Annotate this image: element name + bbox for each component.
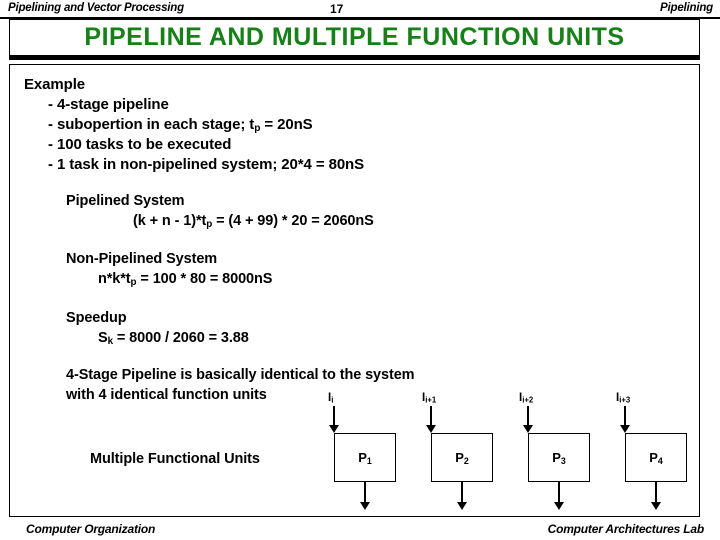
functional-unit-4-name: P xyxy=(649,450,658,465)
pipelined-formula-tail: = (4 + 99) * 20 = 2060nS xyxy=(212,213,374,229)
output-arrow-line-1 xyxy=(364,482,366,504)
bullet-suboperation-subscript: p xyxy=(254,123,261,135)
input-arrow-head-3 xyxy=(523,425,533,433)
speedup-formula: Sk = 8000 / 2060 = 3.88 xyxy=(98,330,249,347)
non-pipelined-formula-subscript: p xyxy=(130,277,137,289)
bullet-suboperation-tail: = 20nS xyxy=(260,116,313,133)
pipelined-formula-subscript: p xyxy=(206,219,213,231)
bullet-suboperation-text: - subopertion in each stage; t xyxy=(48,116,255,133)
input-label-1-text: I xyxy=(328,392,332,404)
output-arrow-head-1 xyxy=(360,502,370,510)
input-label-2: Ii+1 xyxy=(422,392,436,405)
functional-unit-4-subscript: 4 xyxy=(657,455,663,466)
header-page-number: 17 xyxy=(330,2,344,16)
input-arrow-head-1 xyxy=(329,425,339,433)
input-label-4: Ii+3 xyxy=(616,392,630,405)
functional-unit-2-subscript: 2 xyxy=(463,455,469,466)
input-label-3-text: I xyxy=(519,392,523,404)
slide-title: PIPELINE AND MULTIPLE FUNCTION UNITS xyxy=(84,23,625,51)
functional-unit-4-label: P4 xyxy=(626,434,686,485)
functional-unit-1-name: P xyxy=(358,450,367,465)
output-arrow-line-4 xyxy=(655,482,657,504)
output-arrow-line-3 xyxy=(558,482,560,504)
speedup-formula-subscript: k xyxy=(107,336,113,348)
identical-statement-line2: with 4 identical function units xyxy=(66,387,267,403)
output-arrow-line-2 xyxy=(461,482,463,504)
footer-right-text: Computer Architectures Lab xyxy=(547,522,705,536)
bullet-suboperation: - subopertion in each stage; tp = 20nS xyxy=(48,116,313,134)
input-arrow-head-4 xyxy=(620,425,630,433)
functional-unit-1[interactable]: P1 xyxy=(334,433,396,482)
functional-unit-1-subscript: 1 xyxy=(366,455,372,466)
bullet-4-stage-pipeline: - 4-stage pipeline xyxy=(48,96,169,113)
footer-left-text: Computer Organization xyxy=(26,522,156,536)
speedup-formula-tail: = 8000 / 2060 = 3.88 xyxy=(112,330,249,346)
input-arrow-line-3 xyxy=(527,406,529,428)
input-label-2-text: I xyxy=(422,392,426,404)
functional-unit-1-label: P1 xyxy=(335,434,395,485)
input-arrow-line-4 xyxy=(624,406,626,428)
input-arrow-line-2 xyxy=(430,406,432,428)
functional-units-diagram: Ii P1 Ii+1 P2 Ii+2 P3 Ii+3 P4 xyxy=(320,392,700,517)
bullet-100-tasks: - 100 tasks to be executed xyxy=(48,136,232,153)
title-underline-bar xyxy=(9,55,700,60)
non-pipelined-system-formula: n*k*tp = 100 * 80 = 8000nS xyxy=(98,271,272,288)
multiple-functional-units-label: Multiple Functional Units xyxy=(90,451,260,467)
functional-unit-4[interactable]: P4 xyxy=(625,433,687,482)
pipelined-system-heading: Pipelined System xyxy=(66,193,185,209)
functional-unit-2[interactable]: P2 xyxy=(431,433,493,482)
input-arrow-head-2 xyxy=(426,425,436,433)
example-heading: Example xyxy=(24,76,85,93)
input-label-3: Ii+2 xyxy=(519,392,533,405)
functional-unit-3-name: P xyxy=(552,450,561,465)
output-arrow-head-3 xyxy=(554,502,564,510)
functional-unit-3-label: P3 xyxy=(529,434,589,485)
input-label-3-subscript: i+2 xyxy=(522,395,534,405)
speedup-heading: Speedup xyxy=(66,310,127,326)
bullet-non-pipelined-task: - 1 task in non-pipelined system; 20*4 =… xyxy=(48,156,365,173)
output-arrow-head-2 xyxy=(457,502,467,510)
pipelined-system-formula: (k + n - 1)*tp = (4 + 99) * 20 = 2060nS xyxy=(133,213,374,230)
non-pipelined-formula-tail: = 100 * 80 = 8000nS xyxy=(136,271,273,287)
input-arrow-line-1 xyxy=(333,406,335,428)
input-label-4-text: I xyxy=(616,392,620,404)
functional-unit-2-label: P2 xyxy=(432,434,492,485)
header-right-title: Pipelining xyxy=(660,2,713,14)
functional-unit-3[interactable]: P3 xyxy=(528,433,590,482)
non-pipelined-formula-lead: n*k*t xyxy=(98,271,131,287)
output-arrow-head-4 xyxy=(651,502,661,510)
speedup-formula-lead: S xyxy=(98,330,108,346)
slide-title-box: PIPELINE AND MULTIPLE FUNCTION UNITS xyxy=(9,19,700,55)
input-label-1: Ii xyxy=(328,392,333,405)
header-divider xyxy=(0,17,720,19)
input-label-4-subscript: i+3 xyxy=(619,395,631,405)
functional-unit-2-name: P xyxy=(455,450,464,465)
pipelined-formula-lead: (k + n - 1)*t xyxy=(133,213,207,229)
identical-statement-line1: 4-Stage Pipeline is basically identical … xyxy=(66,367,415,383)
input-label-2-subscript: i+1 xyxy=(425,395,437,405)
non-pipelined-system-heading: Non-Pipelined System xyxy=(66,251,218,267)
header-left-title: Pipelining and Vector Processing xyxy=(8,2,184,14)
functional-unit-3-subscript: 3 xyxy=(560,455,566,466)
input-label-1-subscript: i xyxy=(331,395,334,405)
